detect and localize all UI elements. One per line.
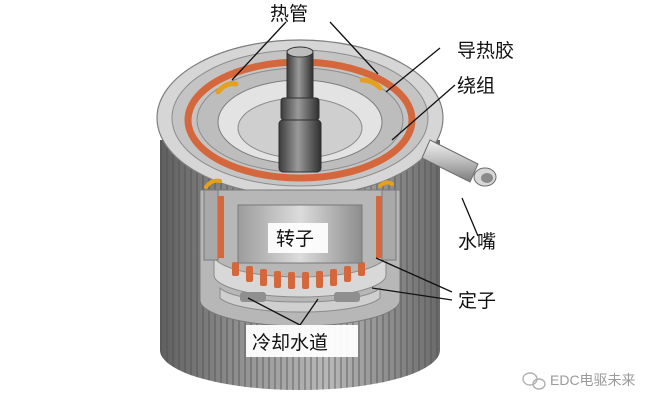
watermark-text: EDC电驱未来 bbox=[550, 372, 636, 388]
heat-pipe-markers bbox=[204, 77, 394, 189]
label-heat-pipe: 热管 bbox=[270, 3, 308, 25]
shaft bbox=[278, 46, 322, 173]
water-nozzle bbox=[421, 139, 497, 187]
label-thermal-glue: 导热胶 bbox=[457, 40, 514, 62]
label-stator: 定子 bbox=[458, 290, 496, 312]
label-cooling-channel: 冷却水道 bbox=[252, 332, 328, 354]
label-rotor: 转子 bbox=[276, 228, 314, 250]
stator-teeth bbox=[232, 262, 365, 289]
label-winding: 绕组 bbox=[457, 75, 495, 97]
watermark: EDC电驱未来 bbox=[522, 372, 636, 390]
label-nozzle: 水嘴 bbox=[458, 231, 496, 253]
wechat-icon bbox=[522, 372, 546, 390]
leader-lines bbox=[231, 21, 479, 326]
cutaway-section bbox=[199, 189, 401, 327]
